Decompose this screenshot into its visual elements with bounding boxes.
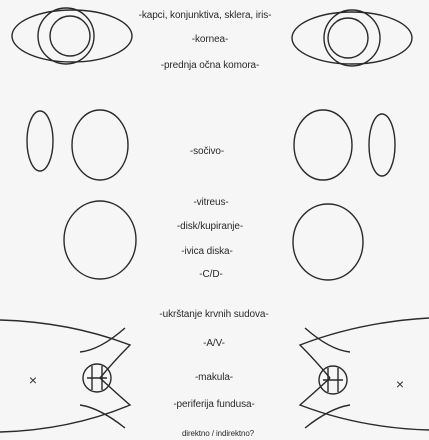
label-cd-ratio: -C/D-	[199, 269, 222, 281]
left-fundus-upper-arc	[0, 320, 130, 378]
label-vitreous: -vitreus-	[193, 197, 228, 209]
right-fundus-lower-arc	[300, 378, 429, 430]
left-vessel-lower	[80, 405, 125, 428]
label-direct-indirect: direktno / indirektno?	[182, 428, 254, 440]
right-iris-inner	[328, 18, 368, 58]
label-vessel-crossing: -ukrštanje krvnih sudova-	[159, 309, 268, 321]
label-macula: -makula-	[195, 372, 233, 384]
left-iris-inner	[50, 16, 90, 56]
label-disc-cupping: -disk/kupiranje-	[177, 221, 243, 233]
right-fundus-upper-arc	[300, 318, 429, 378]
label-lens: -sočivo-	[190, 146, 224, 158]
right-lens-side	[369, 114, 395, 176]
left-macula-cross-icon: ×	[29, 373, 37, 387]
label-anterior-chamber: -prednja očna komora-	[161, 60, 260, 72]
label-disc-margin: -ivica diska-	[181, 246, 233, 258]
right-optic-disc	[293, 204, 363, 280]
label-fundus-periphery: -periferija fundusa-	[173, 399, 254, 411]
left-lens-side	[27, 111, 53, 171]
label-cornea: -kornea-	[192, 34, 228, 46]
left-eye-outline	[12, 10, 132, 62]
right-eye-outline	[292, 12, 412, 64]
label-lids-conjunctiva: -kapci, konjunktiva, sklera, iris-	[139, 10, 272, 22]
right-vessel-lower	[305, 405, 350, 428]
right-macula-cross-icon: ×	[396, 377, 404, 391]
label-av-ratio: -A/V-	[203, 338, 225, 350]
left-optic-disc	[64, 201, 136, 279]
left-fundus-lower-arc	[0, 378, 130, 432]
left-lens-front	[72, 110, 128, 180]
right-lens-front	[294, 110, 352, 180]
